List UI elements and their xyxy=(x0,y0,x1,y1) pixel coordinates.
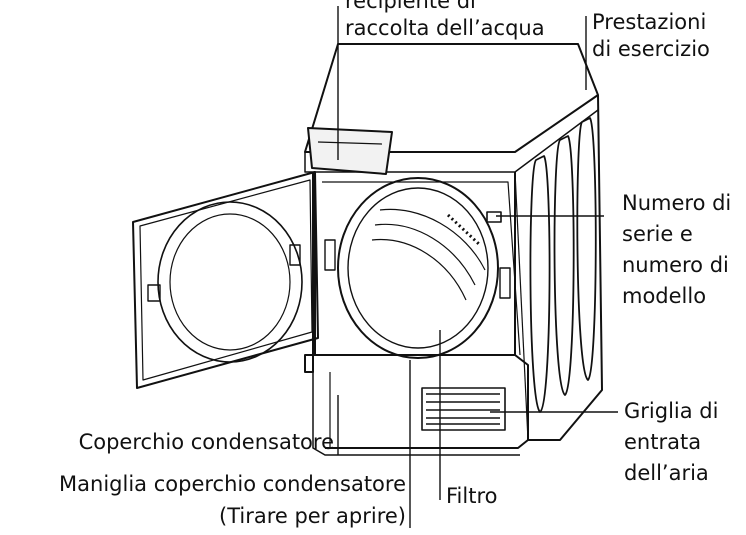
label-rating-plate: Prestazioni di esercizio xyxy=(592,9,710,63)
leader-lines xyxy=(337,6,618,528)
label-line: entrata xyxy=(624,430,702,454)
label-line: Numero di xyxy=(622,191,732,215)
label-line: Prestazioni xyxy=(592,10,707,34)
label-condenser-handle: Maniglia coperchio condensatore (Tirare … xyxy=(59,471,406,530)
label-line: dell’aria xyxy=(624,461,709,485)
door-window xyxy=(157,201,303,363)
dryer-plinth xyxy=(312,358,520,456)
label-line: (Tirare per aprire) xyxy=(219,504,406,528)
label-air-inlet: Griglia di entrata dell’aria xyxy=(624,398,718,487)
label-condenser-cover: Coperchio condensatore xyxy=(78,430,334,454)
serial-plate xyxy=(486,211,502,223)
dryer-front xyxy=(304,172,529,449)
label-water-container: recipiente di raccolta dell’acqua xyxy=(345,0,585,42)
label-line: recipiente di xyxy=(345,0,476,13)
label-line: Maniglia coperchio condensatore xyxy=(59,472,406,496)
water-container-drawer xyxy=(307,127,393,175)
dryer-door xyxy=(132,171,319,389)
label-filter: Filtro xyxy=(446,484,498,508)
label-line: modello xyxy=(622,284,707,308)
label-line: di esercizio xyxy=(592,37,710,61)
label-line: numero di xyxy=(622,253,729,277)
label-line: serie e xyxy=(622,222,693,246)
drum-opening xyxy=(337,177,499,359)
label-line: Griglia di xyxy=(624,399,719,423)
label-line: raccolta dell’acqua xyxy=(345,16,545,40)
air-inlet-grille xyxy=(421,387,506,431)
dryer-side xyxy=(528,94,603,441)
label-serial-number: Numero di serie e numero di modello xyxy=(622,190,731,310)
